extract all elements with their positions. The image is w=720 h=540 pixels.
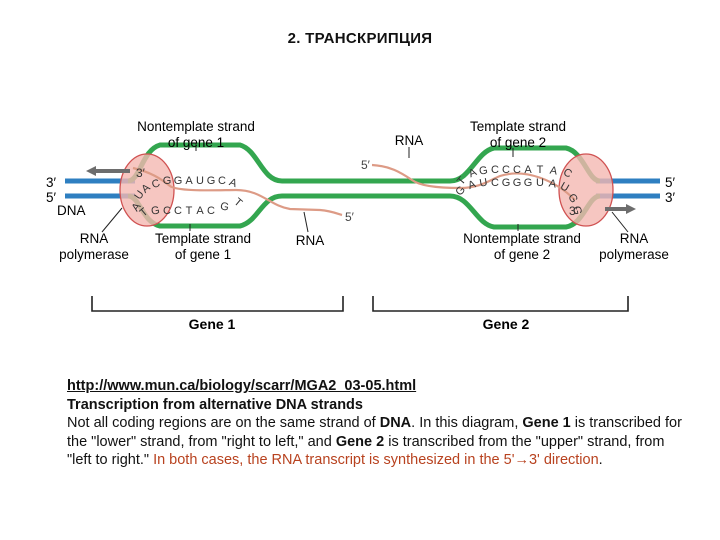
nucleotide-letter: A <box>548 177 558 190</box>
nucleotide-letter: G <box>570 205 583 216</box>
label-rna-bottom: RNA <box>296 233 325 248</box>
nucleotide-letter: A <box>228 176 240 190</box>
nucleotide-letter: C <box>163 205 171 217</box>
caption-dna: DNA <box>379 415 412 431</box>
caption-gene1: Gene 1 <box>522 415 571 431</box>
figure-caption: http://www.mun.ca/biology/scarr/MGA2_03-… <box>67 377 687 470</box>
label-nontemplate-gene2-l2: of gene 2 <box>494 247 550 262</box>
label-end-5-left: 5′ <box>46 190 57 205</box>
nucleotide-letter: G <box>502 177 511 189</box>
nucleotide-letter: G <box>219 200 230 213</box>
label-rna-polymerase-left-l2: polymerase <box>59 247 129 262</box>
label-end-3-left: 3′ <box>46 175 57 190</box>
caption-text-1: Not all coding regions are on the same s… <box>67 415 380 431</box>
nucleotide-letter: A <box>524 164 532 176</box>
nucleotide-letter: C <box>491 177 499 189</box>
label-gene1: Gene 1 <box>189 316 236 332</box>
nucleotide-letter: G <box>174 175 183 187</box>
nucleotide-letter: G <box>513 177 522 189</box>
source-link[interactable]: http://www.mun.ca/biology/scarr/MGA2_03-… <box>67 378 417 394</box>
nucleotide-letter: A <box>196 205 204 217</box>
page-title: 2. ТРАНСКРИПЦИЯ <box>287 30 433 47</box>
caption-text-2: . In this diagram, <box>411 415 523 431</box>
nucleotide-letter: G <box>163 175 172 187</box>
caption-gene2: Gene 2 <box>335 433 385 450</box>
label-nontemplate-gene1-l2: of gene 1 <box>168 135 224 150</box>
label-template-gene2-l1: Template strand <box>470 119 566 134</box>
nucleotide-letter: T <box>231 196 244 210</box>
label-rna-5-bottom: 5′ <box>345 210 355 224</box>
nucleotide-letter: C <box>218 175 226 187</box>
nucleotide-letter: C <box>491 164 499 176</box>
nucleotide-letter: G <box>524 177 533 189</box>
label-rna-top: RNA <box>395 133 424 148</box>
nucleotide-letter: C <box>513 164 521 176</box>
label-gene2: Gene 2 <box>483 316 530 332</box>
rna-transcript-gene1 <box>132 166 343 217</box>
nucleotide-letter: G <box>478 164 489 177</box>
gene1-bracket <box>91 296 344 312</box>
nucleotide-letter: U <box>196 175 204 187</box>
rna-polymerase-left <box>119 153 175 227</box>
label-rna-polymerase-right-l1: RNA <box>620 231 649 246</box>
caption-end: . <box>598 452 603 468</box>
label-polymerase-3-left: 3′ <box>136 166 146 180</box>
label-template-gene1-l1: Template strand <box>155 231 251 246</box>
label-leader-lines <box>101 143 629 233</box>
label-rna-polymerase-left-l1: RNA <box>80 231 109 246</box>
label-end-3-right: 3′ <box>665 190 676 205</box>
label-nontemplate-gene1-l1: Nontemplate strand <box>137 119 255 134</box>
nucleotide-letter: C <box>174 205 182 217</box>
caption-body: Not all coding regions are on the same s… <box>67 414 687 470</box>
nucleotide-letter: T <box>537 164 544 176</box>
label-dna: DNA <box>57 203 86 218</box>
nucleotide-letter: G <box>150 204 161 217</box>
label-template-gene1-l2: of gene 1 <box>175 247 231 262</box>
caption-heading: Transcription from alternative DNA stran… <box>67 396 363 413</box>
gene2-bracket <box>372 296 629 312</box>
nucleotide-letter: A <box>466 178 478 192</box>
rna-transcript-gene2 <box>371 163 576 201</box>
nucleotide-letter: G <box>207 175 216 187</box>
nucleotide-letter: A <box>549 164 559 177</box>
nucleotide-letter: C <box>150 177 162 191</box>
dna-top-strand-green <box>127 142 601 184</box>
rna-polymerase-right <box>558 153 614 227</box>
caption-text-3: is transcribed for the "lower" strand, f… <box>67 415 682 450</box>
caption-text-4: is transcribed from the "upper" strand, … <box>67 433 665 469</box>
nucleotide-letter: U <box>536 177 544 189</box>
nucleotide-letter: U <box>479 176 489 189</box>
label-end-5-right: 5′ <box>665 175 676 190</box>
label-rna-5-top: 5′ <box>361 158 371 172</box>
nucleotide-letter: A <box>185 175 193 187</box>
nucleotide-letter: C <box>207 205 215 217</box>
nucleotide-letter: C <box>502 164 510 176</box>
label-nontemplate-gene2-l1: Nontemplate strand <box>463 231 581 246</box>
caption-highlight: In both cases, the RNA transcript is syn… <box>153 452 599 468</box>
label-polymerase-3-right: 3′ <box>569 204 579 218</box>
label-template-gene2-l2: of gene 2 <box>490 135 546 150</box>
nucleotide-letter: T <box>186 205 193 217</box>
label-rna-polymerase-right-l2: polymerase <box>599 247 669 262</box>
